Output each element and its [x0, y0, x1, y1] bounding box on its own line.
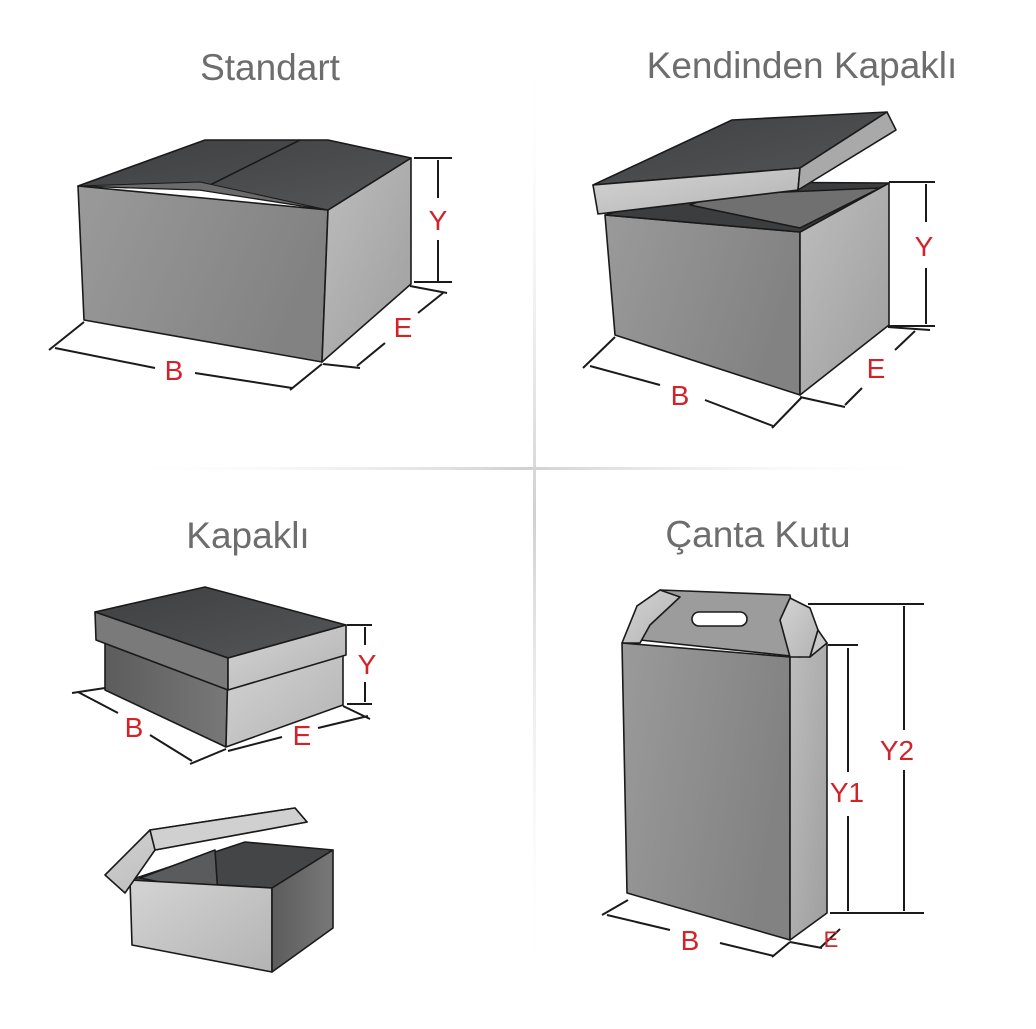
- kapakli-box-closed: [94, 586, 347, 748]
- kapakli-box-open: [104, 807, 334, 973]
- panel-kapakli: Kapaklı B: [71, 515, 377, 973]
- panel-canta-kutu: Çanta Kutu B E Y1 Y2: [601, 514, 924, 958]
- kapakli-dimension-lines: [71, 624, 372, 765]
- dim-label-e: E: [867, 353, 886, 384]
- standart-dimension-lines: [48, 157, 452, 391]
- panel-title-standart: Standart: [200, 47, 341, 88]
- horizontal-divider: [110, 467, 940, 470]
- panel-standart: Standart B E Y: [48, 47, 452, 391]
- dim-label-y: Y: [358, 649, 377, 680]
- dim-label-e: E: [394, 312, 413, 343]
- kendinden-kapakli-dimension-lines: [582, 181, 935, 429]
- dim-label-y: Y: [915, 231, 934, 262]
- kendinden-kapakli-box: [592, 111, 897, 396]
- vertical-divider: [533, 40, 536, 990]
- standart-box: [77, 139, 412, 363]
- canta-kutu-box: [621, 589, 828, 941]
- dim-label-y: Y: [429, 205, 448, 236]
- dim-label-b: B: [671, 380, 690, 411]
- dim-label-y2: Y2: [880, 735, 914, 766]
- dim-label-b: B: [165, 355, 184, 386]
- panel-title-kendinden-kapakli: Kendinden Kapaklı: [647, 45, 958, 86]
- dim-label-y1: Y1: [830, 777, 864, 808]
- dim-label-e: E: [293, 720, 312, 751]
- dim-label-b: B: [125, 712, 144, 743]
- handle-hole: [691, 611, 748, 627]
- dim-label-b: B: [681, 925, 700, 956]
- canta-kutu-dimension-lines: [601, 603, 924, 958]
- panel-title-kapakli: Kapaklı: [186, 515, 309, 556]
- panel-kendinden-kapakli: Kendinden Kapaklı B E Y: [582, 45, 958, 429]
- dim-label-e: E: [824, 927, 839, 952]
- panel-title-canta-kutu: Çanta Kutu: [665, 514, 850, 555]
